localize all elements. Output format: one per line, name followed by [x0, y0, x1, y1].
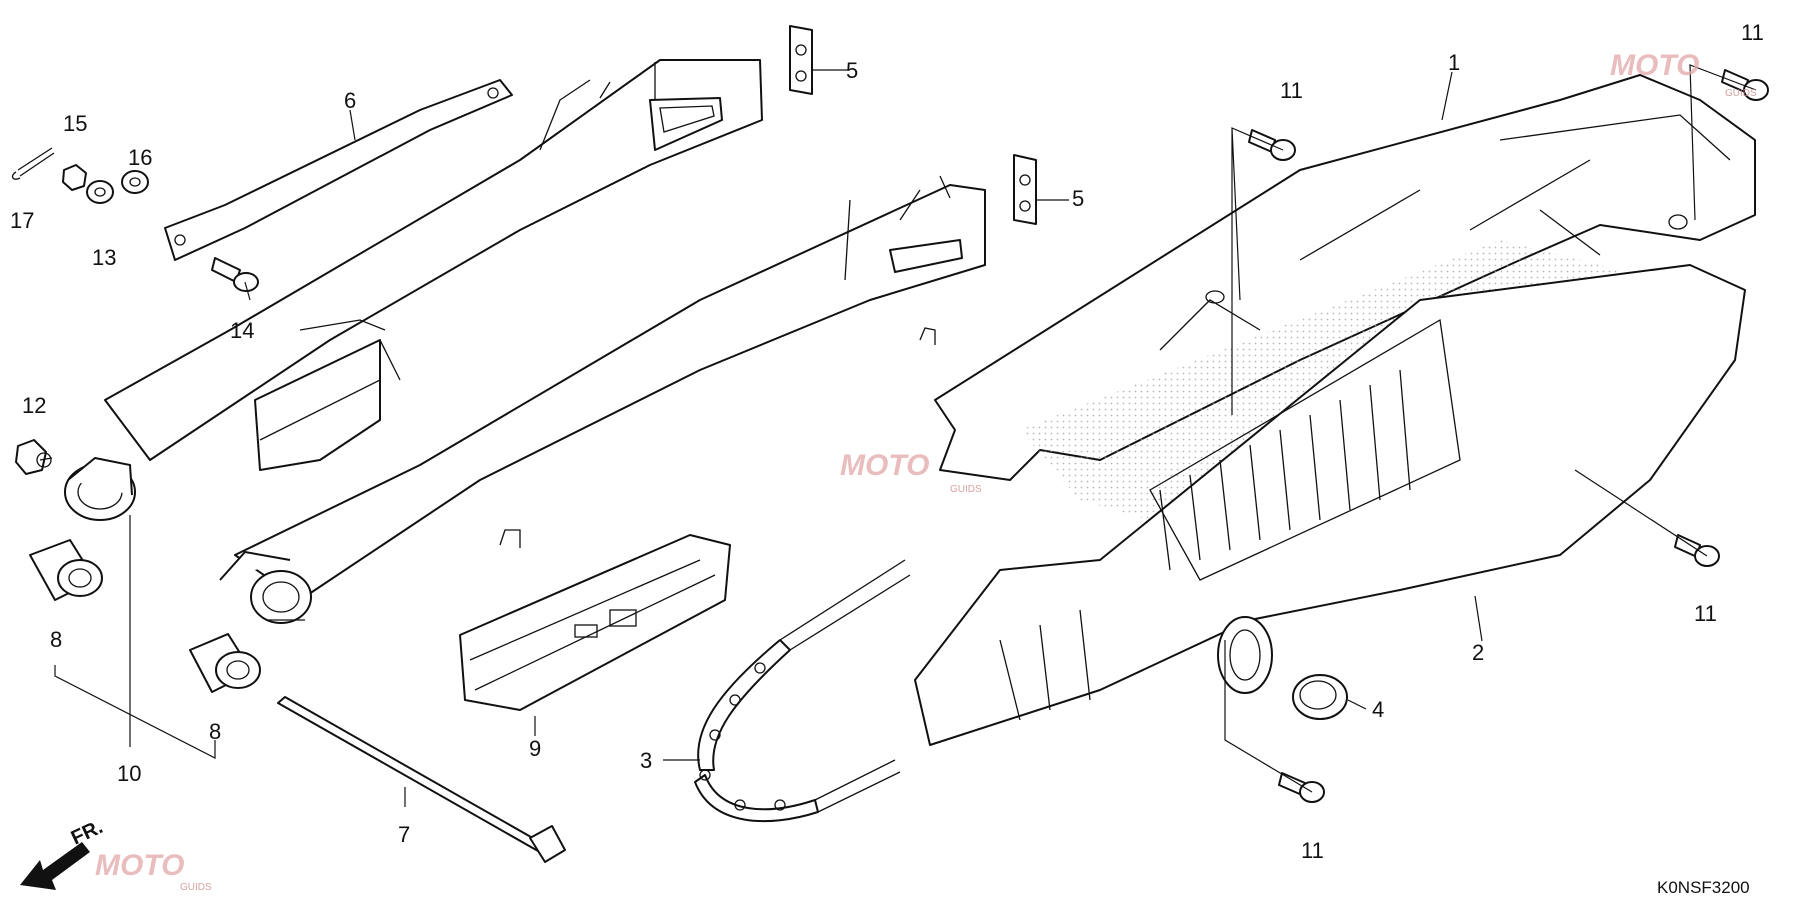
callout-14: 14 — [230, 318, 254, 343]
stay-part — [164, 79, 513, 261]
callout-11c: 11 — [1694, 601, 1717, 626]
pivot-bolt-part — [277, 696, 566, 863]
watermark-sub-2: GUIDS — [1725, 88, 1757, 99]
bolt-11-bottom — [1278, 772, 1325, 803]
callout-11a: 11 — [1280, 78, 1303, 103]
swingarm-part — [64, 59, 986, 624]
callout-9: 9 — [529, 736, 541, 761]
leader-lines — [39, 64, 1757, 807]
callout-13: 13 — [92, 245, 116, 270]
callout-12: 12 — [22, 393, 46, 418]
front-direction-arrow: FR. — [20, 816, 106, 890]
callout-6: 6 — [344, 88, 356, 113]
watermark-center: MOTO GUIDS — [840, 449, 982, 495]
callout-2: 2 — [1472, 640, 1484, 665]
plate-upper — [789, 25, 813, 95]
nut-15 — [62, 164, 87, 191]
cap-part — [1292, 674, 1348, 720]
washer-16 — [121, 170, 149, 194]
bolt-14 — [211, 257, 259, 292]
bushing-lower — [189, 633, 261, 693]
callout-5a: 5 — [846, 58, 858, 83]
chain-slider-part — [459, 534, 731, 711]
bushing-upper — [29, 539, 103, 601]
callout-17: 17 — [10, 208, 34, 233]
callout-10: 10 — [117, 761, 141, 786]
callout-3: 3 — [640, 748, 652, 773]
drive-chain-part — [694, 559, 911, 823]
washer-13 — [86, 180, 114, 204]
plate-lower — [1013, 154, 1037, 225]
diagram-code: K0NSF3200 — [1657, 878, 1750, 897]
callout-11d: 11 — [1301, 838, 1324, 863]
watermark-text-2: MOTO — [1610, 49, 1699, 82]
watermark-sub-3: GUIDS — [180, 882, 212, 893]
watermark-sub: GUIDS — [950, 484, 982, 495]
callout-16: 16 — [128, 145, 152, 170]
watermark-text: MOTO — [840, 449, 929, 482]
watermark-text-3: MOTO — [95, 849, 184, 882]
cotter-pin-17 — [11, 147, 55, 180]
callout-15: 15 — [63, 111, 87, 136]
callout-11b: 11 — [1741, 20, 1764, 45]
watermark-bottomleft: MOTO GUIDS — [95, 849, 212, 893]
callout-8a: 8 — [50, 627, 62, 652]
callout-8b: 8 — [209, 719, 221, 744]
callout-labels: 1 2 3 4 5 5 6 7 8 8 9 10 11 11 11 11 12 … — [10, 20, 1764, 863]
callout-1: 1 — [1448, 50, 1460, 75]
callout-5b: 5 — [1072, 186, 1084, 211]
watermark-topright: MOTO GUIDS — [1610, 49, 1757, 99]
nut-12 — [15, 439, 52, 475]
front-arrow-label: FR. — [68, 816, 106, 850]
chain-guard-lower-part — [914, 264, 1746, 746]
callout-4: 4 — [1372, 697, 1384, 722]
callout-7: 7 — [398, 822, 410, 847]
